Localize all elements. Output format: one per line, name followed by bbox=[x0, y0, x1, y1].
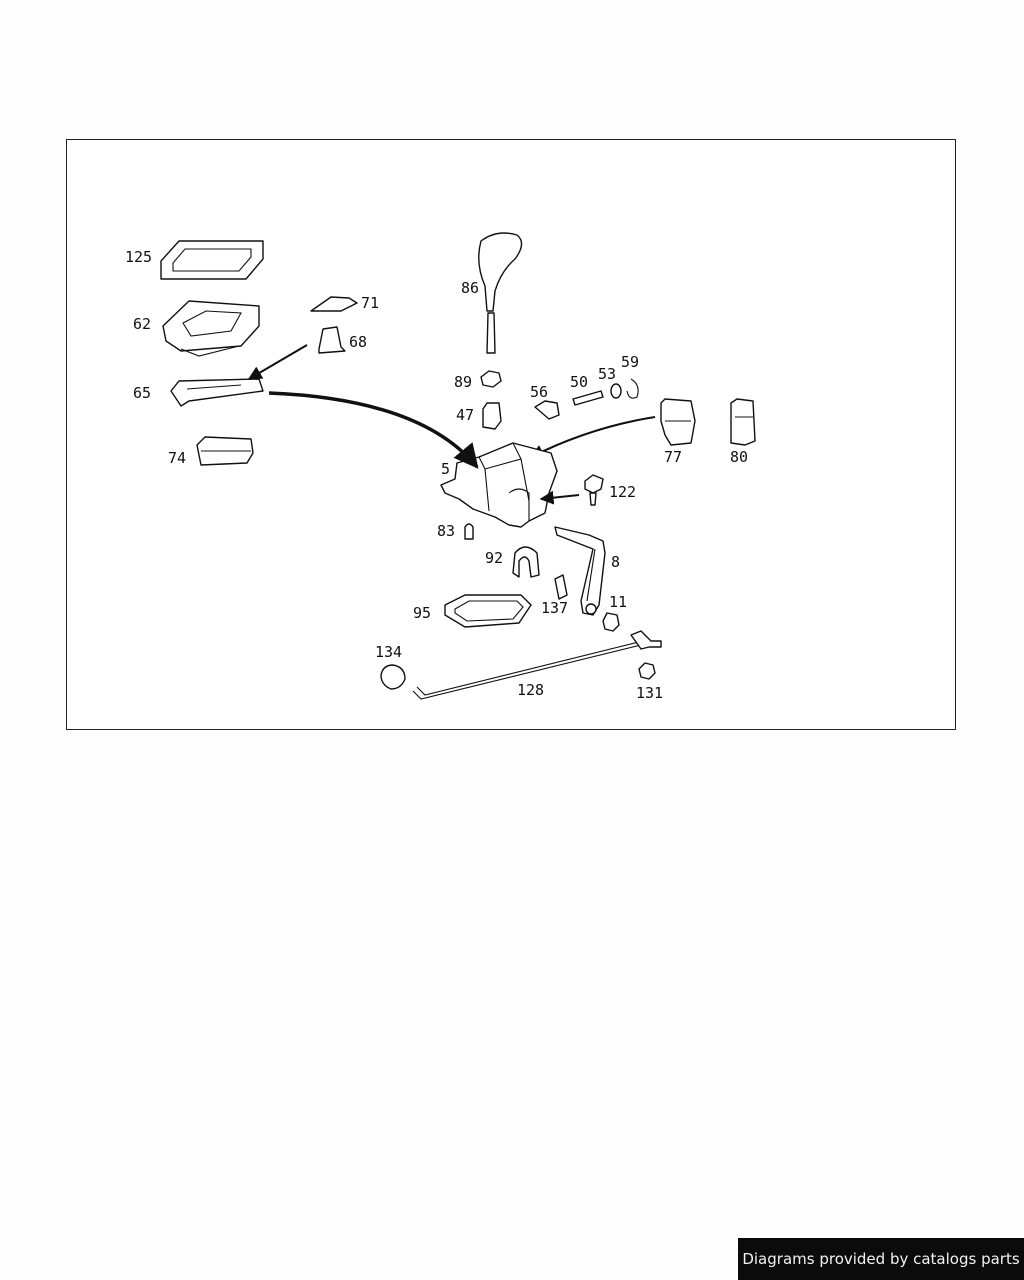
part-134-bushing bbox=[380, 664, 406, 690]
callout-50: 50 bbox=[570, 373, 588, 391]
part-53-washer bbox=[610, 383, 622, 399]
part-128-shift-rod bbox=[412, 630, 662, 700]
callout-92: 92 bbox=[485, 549, 503, 567]
part-8-selector-lever bbox=[554, 526, 606, 616]
callout-86: 86 bbox=[461, 279, 479, 297]
callout-68: 68 bbox=[349, 333, 367, 351]
callout-74: 74 bbox=[168, 449, 186, 467]
callout-11: 11 bbox=[609, 593, 627, 611]
part-50-pin bbox=[572, 390, 604, 406]
callout-137: 137 bbox=[541, 599, 568, 617]
parts-diagram-frame: 125 62 71 68 65 74 86 89 47 56 50 53 59 … bbox=[66, 139, 956, 730]
callout-53: 53 bbox=[598, 365, 616, 383]
part-74-boot bbox=[196, 436, 254, 466]
callout-95: 95 bbox=[413, 604, 431, 622]
callout-59: 59 bbox=[621, 353, 639, 371]
part-80-switch bbox=[730, 398, 756, 446]
part-83-bulb bbox=[464, 523, 474, 540]
callout-131: 131 bbox=[636, 684, 663, 702]
callout-83: 83 bbox=[437, 522, 455, 540]
callout-125: 125 bbox=[125, 248, 152, 266]
part-11-bushing bbox=[602, 612, 620, 632]
part-89-nut bbox=[480, 370, 502, 388]
part-131-nut bbox=[638, 662, 656, 680]
footer-credit-badge: Diagrams provided by catalogs parts bbox=[738, 1238, 1024, 1280]
part-65-indicator-plate bbox=[170, 344, 308, 407]
footer-credit-text: Diagrams provided by catalogs parts bbox=[742, 1250, 1020, 1268]
callout-80: 80 bbox=[730, 448, 748, 466]
part-125-trim-frame bbox=[160, 240, 264, 280]
callout-65: 65 bbox=[133, 384, 151, 402]
callout-47: 47 bbox=[456, 406, 474, 424]
callout-128: 128 bbox=[517, 681, 544, 699]
callout-62: 62 bbox=[133, 315, 151, 333]
exploded-parts-diagram: 125 62 71 68 65 74 86 89 47 56 50 53 59 … bbox=[125, 232, 756, 702]
part-71-cap bbox=[310, 296, 358, 312]
callout-77: 77 bbox=[664, 448, 682, 466]
callout-56: 56 bbox=[530, 383, 548, 401]
callout-71: 71 bbox=[361, 294, 379, 312]
part-59-circlip bbox=[626, 378, 639, 399]
part-122-bolt bbox=[539, 474, 604, 506]
part-62-shifter-cover bbox=[162, 300, 260, 357]
part-92-grommet bbox=[512, 546, 540, 578]
part-137-clip bbox=[554, 574, 568, 600]
part-86-selector-knob bbox=[478, 232, 523, 354]
part-56-clip bbox=[534, 400, 560, 420]
callout-8: 8 bbox=[611, 553, 620, 571]
part-5-shift-housing bbox=[268, 391, 558, 528]
callout-89: 89 bbox=[454, 373, 472, 391]
callout-122: 122 bbox=[609, 483, 636, 501]
part-47-bushing bbox=[482, 402, 502, 430]
part-68-clip bbox=[318, 326, 346, 354]
callout-5: 5 bbox=[441, 460, 450, 478]
callout-134: 134 bbox=[375, 643, 402, 661]
part-95-seal bbox=[444, 594, 532, 628]
